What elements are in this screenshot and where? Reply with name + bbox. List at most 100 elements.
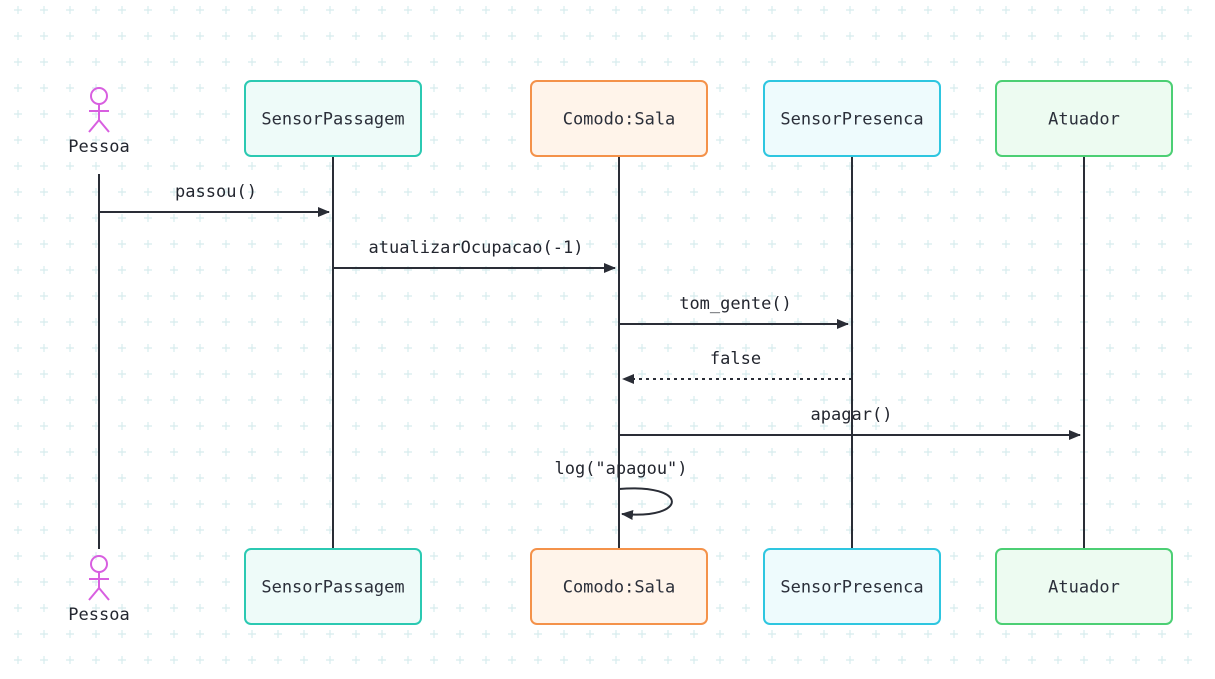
participant-comodo-sala-top: Comodo:Sala — [530, 80, 708, 157]
grid-mark — [1158, 32, 1166, 40]
grid-mark — [1158, 500, 1166, 508]
grid-mark — [66, 58, 74, 66]
grid-mark — [924, 292, 932, 300]
grid-mark — [430, 240, 438, 248]
grid-mark — [248, 500, 256, 508]
grid-mark — [404, 474, 412, 482]
grid-mark — [248, 656, 256, 664]
grid-mark — [40, 552, 48, 560]
grid-mark — [976, 344, 984, 352]
grid-mark — [664, 344, 672, 352]
grid-mark — [118, 552, 126, 560]
grid-mark — [352, 6, 360, 14]
grid-mark — [1054, 448, 1062, 456]
grid-mark — [66, 422, 74, 430]
grid-mark — [144, 370, 152, 378]
grid-mark — [1132, 6, 1140, 14]
grid-mark — [196, 240, 204, 248]
grid-mark — [1054, 630, 1062, 638]
grid-mark — [716, 240, 724, 248]
grid-mark — [950, 422, 958, 430]
grid-mark — [274, 630, 282, 638]
grid-mark — [248, 344, 256, 352]
grid-mark — [794, 656, 802, 664]
grid-mark — [664, 240, 672, 248]
grid-mark — [768, 292, 776, 300]
grid-mark — [638, 474, 646, 482]
participant-box — [530, 80, 708, 157]
grid-mark — [248, 370, 256, 378]
grid-mark — [482, 110, 490, 118]
grid-mark — [742, 240, 750, 248]
grid-mark — [404, 630, 412, 638]
grid-mark — [404, 422, 412, 430]
grid-mark — [1132, 214, 1140, 222]
message-1: passou() — [99, 182, 330, 217]
grid-mark — [404, 396, 412, 404]
grid-mark — [378, 162, 386, 170]
grid-mark — [456, 578, 464, 586]
grid-mark — [196, 526, 204, 534]
grid-mark — [976, 396, 984, 404]
grid-mark — [1028, 448, 1036, 456]
participant-label: Comodo:Sala — [563, 110, 676, 130]
grid-mark — [820, 162, 828, 170]
grid-mark — [716, 344, 724, 352]
actor-head-icon — [90, 555, 108, 573]
grid-mark — [430, 578, 438, 586]
grid-mark — [664, 526, 672, 534]
grid-mark — [820, 422, 828, 430]
grid-mark — [404, 58, 412, 66]
participant-box — [763, 80, 941, 157]
grid-mark — [1106, 422, 1114, 430]
grid-mark — [144, 630, 152, 638]
grid-mark — [950, 318, 958, 326]
grid-mark — [456, 422, 464, 430]
grid-mark — [170, 162, 178, 170]
grid-mark — [1080, 656, 1088, 664]
grid-mark — [1028, 474, 1036, 482]
grid-mark — [976, 292, 984, 300]
grid-mark — [1106, 500, 1114, 508]
grid-mark — [794, 526, 802, 534]
grid-mark — [950, 500, 958, 508]
grid-mark — [456, 630, 464, 638]
grid-mark — [976, 110, 984, 118]
grid-mark — [534, 422, 542, 430]
grid-mark — [40, 630, 48, 638]
grid-mark — [222, 6, 230, 14]
grid-mark — [664, 448, 672, 456]
grid-mark — [14, 526, 22, 534]
actor-head-icon — [90, 87, 108, 105]
grid-mark — [404, 162, 412, 170]
grid-mark — [430, 58, 438, 66]
grid-mark — [1132, 318, 1140, 326]
grid-mark — [352, 344, 360, 352]
grid-mark — [924, 240, 932, 248]
grid-mark — [742, 656, 750, 664]
grid-mark — [170, 32, 178, 40]
grid-mark — [742, 396, 750, 404]
grid-mark — [1054, 292, 1062, 300]
grid-mark — [1002, 32, 1010, 40]
grid-mark — [820, 448, 828, 456]
grid-mark — [144, 266, 152, 274]
grid-mark — [716, 214, 724, 222]
grid-mark — [14, 162, 22, 170]
grid-mark — [508, 6, 516, 14]
grid-mark — [118, 370, 126, 378]
grid-mark — [534, 292, 542, 300]
grid-mark — [14, 318, 22, 326]
grid-mark — [820, 292, 828, 300]
grid-mark — [196, 630, 204, 638]
grid-mark — [378, 474, 386, 482]
grid-mark — [1158, 448, 1166, 456]
grid-mark — [352, 526, 360, 534]
grid-mark — [300, 630, 308, 638]
grid-mark — [430, 448, 438, 456]
grid-mark — [456, 448, 464, 456]
grid-mark — [924, 318, 932, 326]
grid-mark — [586, 6, 594, 14]
grid-mark — [508, 526, 516, 534]
grid-mark — [950, 266, 958, 274]
